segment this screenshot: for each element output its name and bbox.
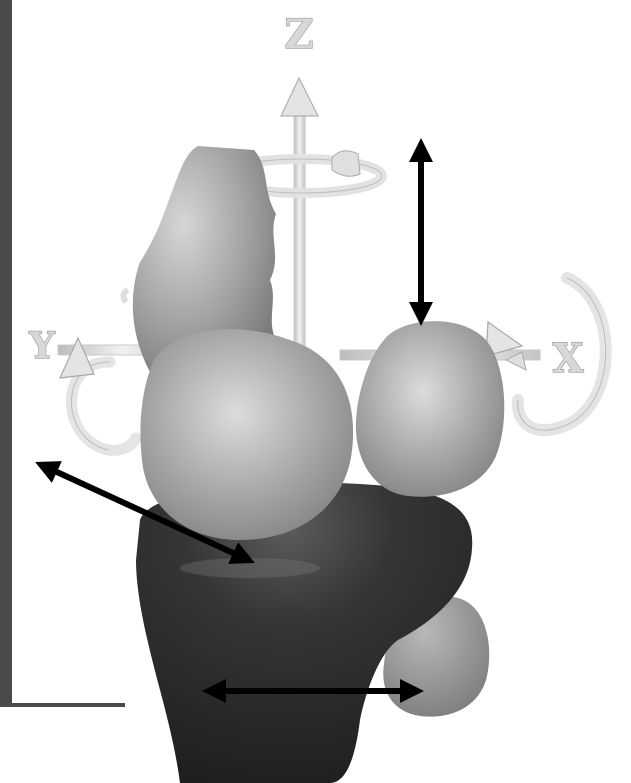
y-axis-arrow-icon bbox=[60, 338, 94, 378]
z-axis-arrow-icon bbox=[281, 78, 318, 116]
side-panel bbox=[0, 0, 12, 705]
bottom-border bbox=[0, 703, 125, 707]
x-axis-label: X bbox=[552, 335, 583, 382]
z-axis bbox=[281, 78, 318, 360]
femur-medial-condyle bbox=[140, 329, 353, 540]
femur-lateral-condyle bbox=[356, 321, 504, 497]
z-axis-label: Z bbox=[284, 11, 313, 58]
y-axis-label: Y bbox=[28, 325, 56, 367]
